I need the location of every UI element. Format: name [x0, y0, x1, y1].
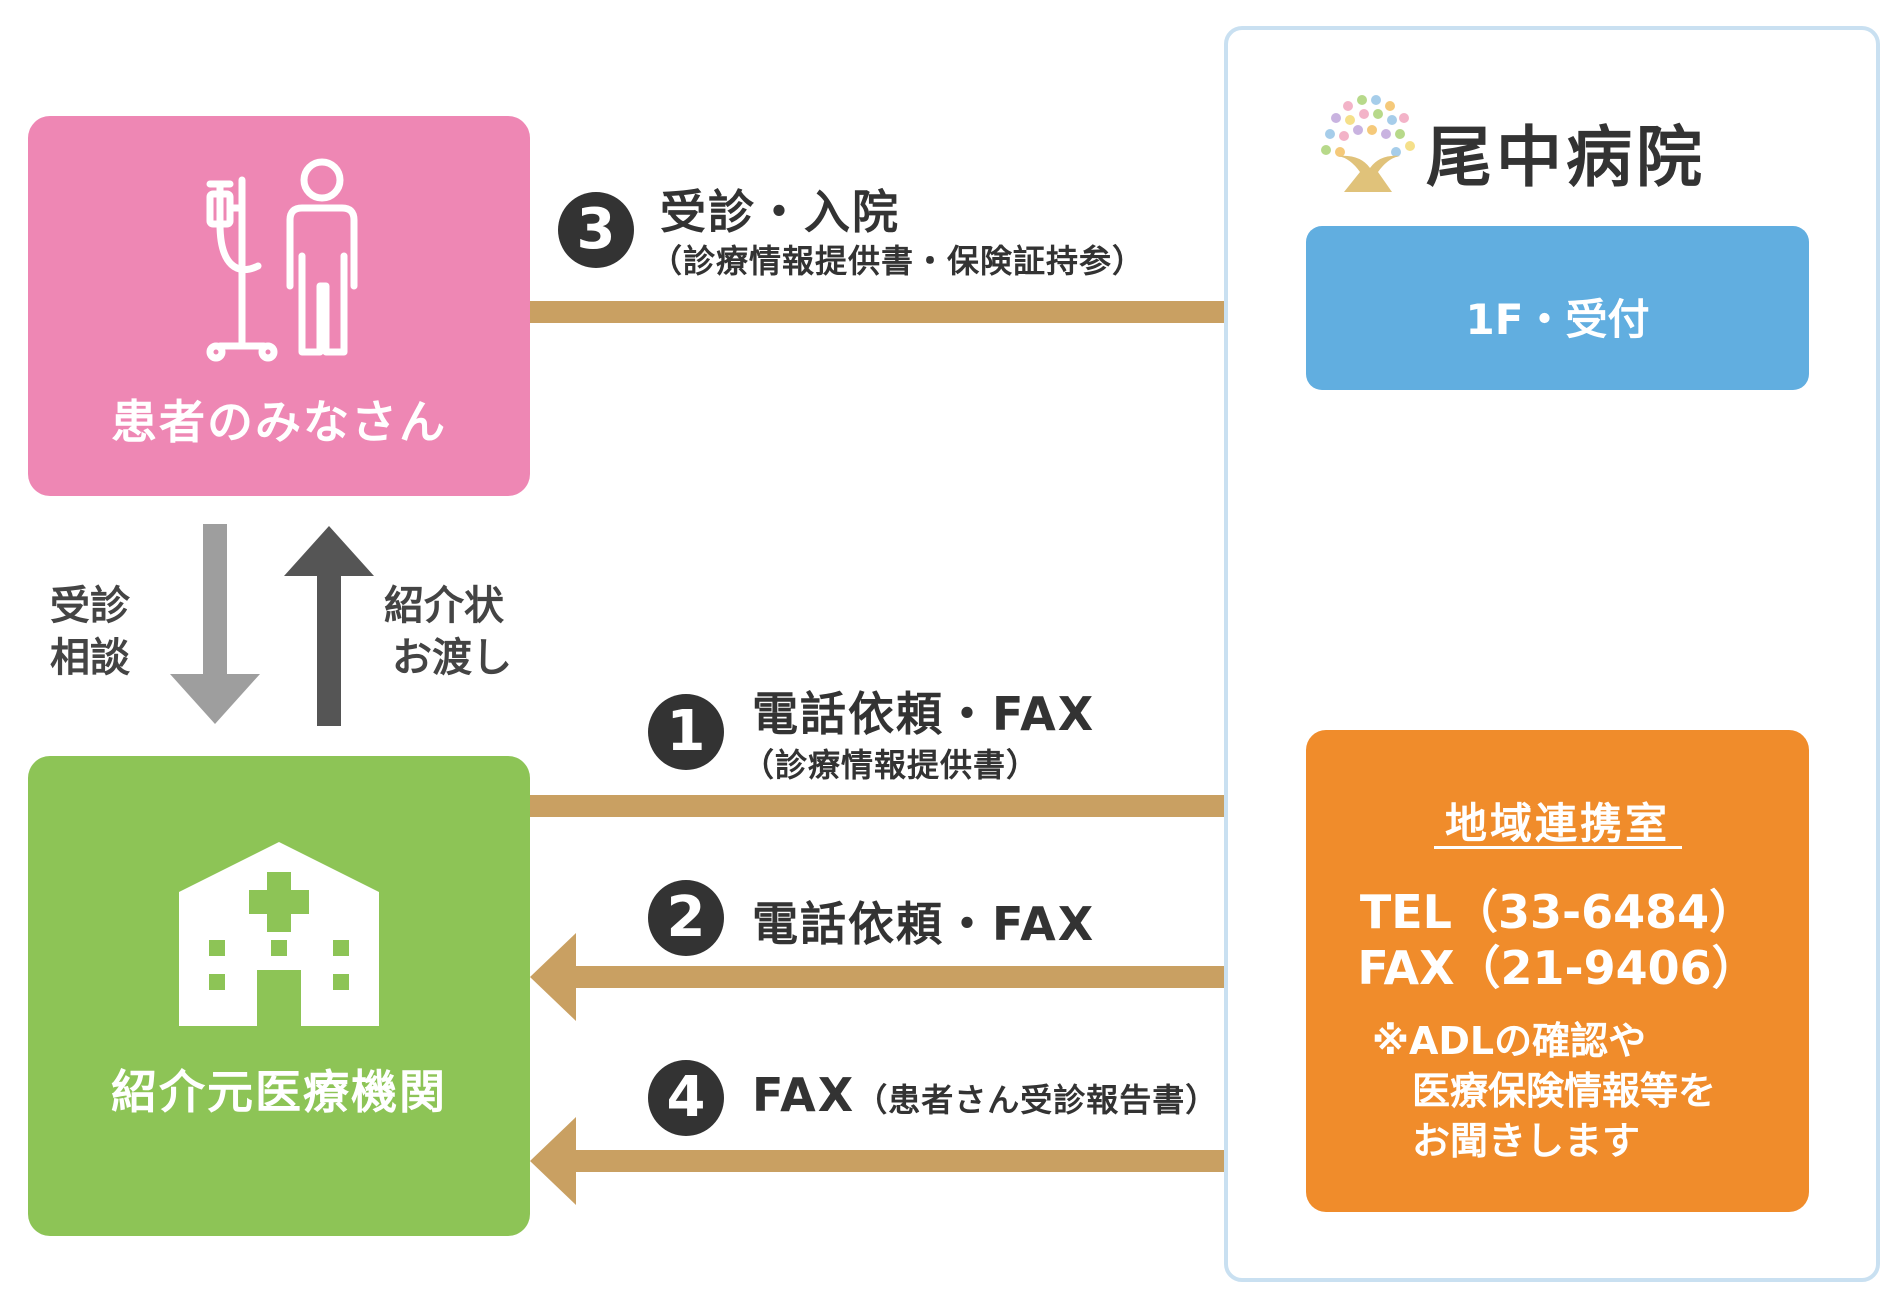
- step-2-badge: 2: [648, 880, 724, 956]
- liaison-tel: TEL（33-6484）: [1359, 885, 1756, 939]
- patient-iv-icon: [206, 158, 358, 362]
- liaison-fax: FAX（21-9406）: [1357, 941, 1758, 995]
- step-1-badge: 1: [648, 694, 724, 770]
- liaison-note-line-3: お聞きします: [1412, 1119, 1641, 1163]
- consult-label: 受診 相談: [50, 580, 130, 684]
- clinic-label: 紹介元医療機関: [111, 1065, 447, 1119]
- hospital-name: 尾中病院: [1426, 119, 1706, 196]
- clinic-box: 紹介元医療機関: [28, 756, 530, 1236]
- reception-box: 1F・受付: [1306, 226, 1809, 390]
- step-3-sub: （診療情報提供書・保険証持参）: [650, 242, 1146, 280]
- step-3-label: 受診・入院: [660, 185, 900, 239]
- step-3-badge: 3: [558, 192, 634, 268]
- patient-label: 患者のみなさん: [111, 395, 447, 449]
- patient-box: 患者のみなさん: [28, 116, 530, 496]
- liaison-box: 地域連携室 TEL（33-6484） FAX（21-9406） ※ADLの確認や…: [1306, 730, 1809, 1212]
- step-4-text: FAX（患者さん受診報告書）: [752, 1068, 1218, 1122]
- liaison-title-underline: [1434, 846, 1682, 849]
- step-1-sub: （診療情報提供書）: [742, 746, 1040, 784]
- referral-label-line-2: お渡し: [392, 635, 512, 681]
- consult-label-line-2: 相談: [50, 635, 130, 681]
- step-4-sub: （患者さん受診報告書）: [855, 1081, 1219, 1119]
- hospital-building-icon: [179, 842, 379, 1026]
- liaison-title: 地域連携室: [1444, 799, 1670, 848]
- step-4-badge: 4: [648, 1060, 724, 1136]
- step-1-label: 電話依頼・FAX: [752, 687, 1096, 741]
- liaison-note-line-2: 医療保険情報等を: [1412, 1069, 1717, 1113]
- hospital-tree-logo-icon: [1321, 95, 1415, 192]
- liaison-note: ※ADLの確認や 医療保険情報等を お聞きします: [1372, 1016, 1716, 1166]
- referral-label-line-1: 紹介状: [384, 583, 504, 629]
- step-4-label: FAX: [752, 1068, 856, 1122]
- liaison-note-line-1: ※ADLの確認や: [1372, 1019, 1647, 1063]
- arrow-referral-up: [284, 526, 374, 726]
- consult-label-line-1: 受診: [50, 583, 130, 629]
- reception-label: 1F・受付: [1465, 295, 1650, 344]
- referral-letter-label: 紹介状 お渡し: [384, 580, 512, 684]
- arrow-step-2: [530, 933, 1306, 1021]
- arrow-consult-down: [170, 524, 260, 724]
- arrow-step-4: [530, 1117, 1306, 1205]
- step-2-label: 電話依頼・FAX: [752, 897, 1096, 951]
